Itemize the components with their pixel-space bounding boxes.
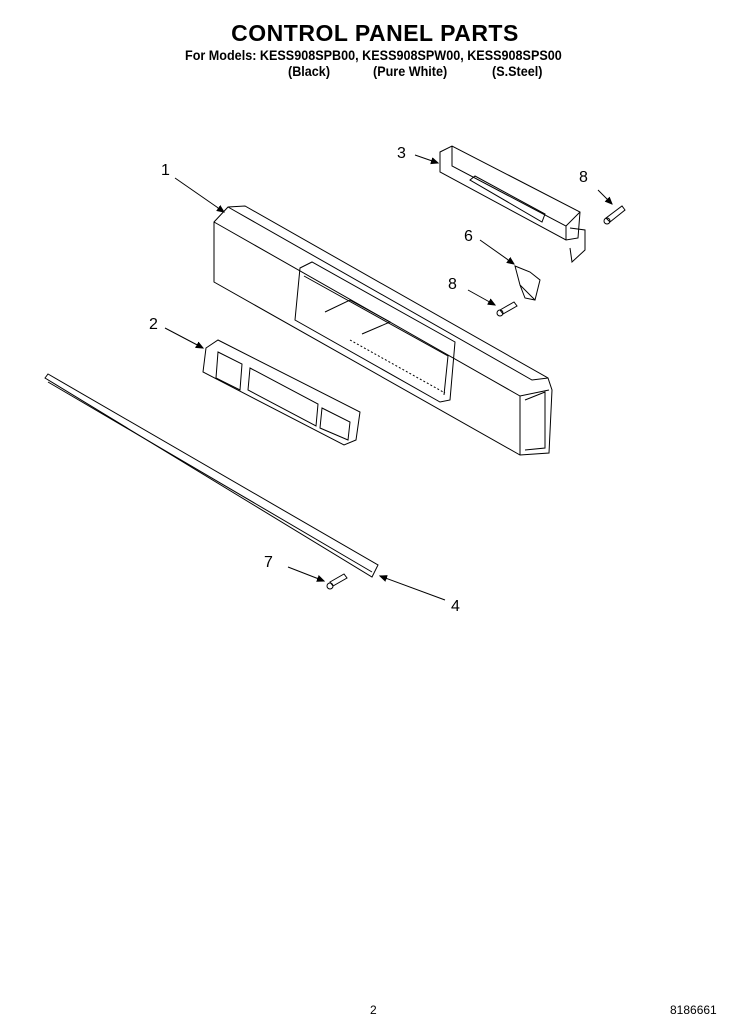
- callout-1: 1: [161, 162, 170, 179]
- screw-part-8-lower: [496, 301, 518, 317]
- color-black: (Black): [288, 63, 331, 79]
- callout-8-top: 8: [579, 169, 588, 186]
- control-panel-part-1: [213, 205, 553, 456]
- callout-4: 4: [451, 598, 460, 615]
- color-steel: (S.Steel): [492, 63, 543, 79]
- color-pure-white: (Pure White): [373, 63, 448, 79]
- callout-6: 6: [464, 228, 473, 245]
- callout-3: 3: [397, 145, 406, 162]
- trim-strip-part-4: [44, 373, 379, 578]
- screw-part-8-top: [603, 205, 626, 225]
- bracket-part-6: [514, 265, 541, 301]
- document-number: 8186661: [670, 1003, 717, 1017]
- page-number: 2: [370, 1003, 377, 1017]
- models-line: For Models: KESS908SPB00, KESS908SPW00, …: [185, 47, 562, 63]
- page-title: CONTROL PANEL PARTS: [231, 20, 519, 46]
- callout-8-lower: 8: [448, 276, 457, 293]
- overlay-part-2: [202, 339, 361, 446]
- callout-2: 2: [149, 316, 158, 333]
- display-board-part-3: [439, 145, 586, 264]
- screw-part-7: [326, 573, 348, 590]
- leader-lines: [164, 154, 612, 601]
- callout-7: 7: [264, 554, 273, 571]
